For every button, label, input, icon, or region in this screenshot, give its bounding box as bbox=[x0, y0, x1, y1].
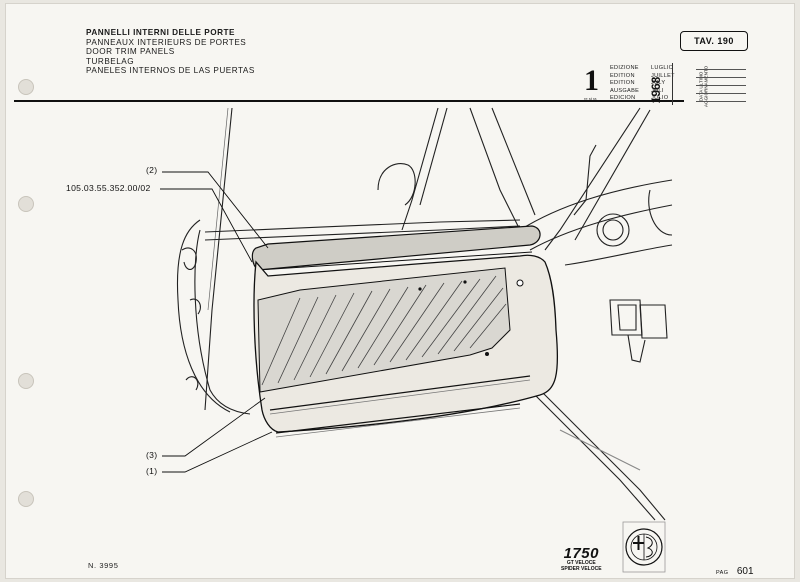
brand-logo-icon bbox=[622, 521, 666, 573]
binder-hole bbox=[18, 79, 34, 95]
binder-hole bbox=[18, 373, 34, 389]
title-english: DOOR TRIM PANELS bbox=[86, 47, 175, 57]
part-number: 105.03.55.352.00/02 bbox=[66, 183, 151, 193]
title-german: TURBELAG bbox=[86, 56, 135, 66]
model-variant: GT VELOCE bbox=[566, 560, 596, 566]
edition-months: LUGLIO JUILLET JULY JULI JULIO bbox=[651, 65, 675, 102]
callout-3: (3) bbox=[146, 450, 158, 460]
body-outline bbox=[176, 107, 673, 521]
edition-words: EDIZIONE EDITION EDITION AUSGABE EDICION bbox=[610, 65, 640, 102]
page-footer: PAG 601 bbox=[716, 561, 754, 579]
plate-number: TAV. 190 bbox=[680, 31, 748, 51]
callout-leaders bbox=[160, 171, 273, 473]
title-french: PANNEAUX INTERIEURS DE PORTES bbox=[86, 37, 247, 47]
model-number: 1750 bbox=[563, 545, 599, 562]
model-designation: 1750 GT VELOCE SPIDER VELOCE bbox=[561, 545, 602, 572]
title-spanish: PANELES INTERNOS DE LAS PUERTAS bbox=[86, 66, 255, 76]
page-number: 601 bbox=[736, 566, 754, 577]
title-italian: PANNELLI INTERNI DELLE PORTE bbox=[86, 28, 235, 37]
callout-1: (1) bbox=[146, 466, 158, 476]
callout-2: (2) bbox=[146, 165, 158, 175]
edition-suffixes: re st ra bbox=[584, 96, 597, 101]
section-titles: PANNELLI INTERNI DELLE PORTE PANNEAUX IN… bbox=[86, 28, 255, 76]
model-variant: SPIDER VELOCE bbox=[561, 565, 602, 572]
edition-separator bbox=[672, 63, 673, 105]
edition-block: 1 re st ra EDIZIONE EDITION EDITION AUSG… bbox=[578, 63, 750, 107]
header-rule bbox=[14, 100, 684, 102]
binder-hole bbox=[18, 196, 34, 212]
trim-panel bbox=[251, 225, 559, 438]
edition-number: 1 bbox=[584, 64, 599, 97]
document-number: N. 3995 bbox=[88, 561, 119, 570]
binder-hole bbox=[18, 491, 34, 507]
page-label: PAG bbox=[716, 570, 729, 576]
